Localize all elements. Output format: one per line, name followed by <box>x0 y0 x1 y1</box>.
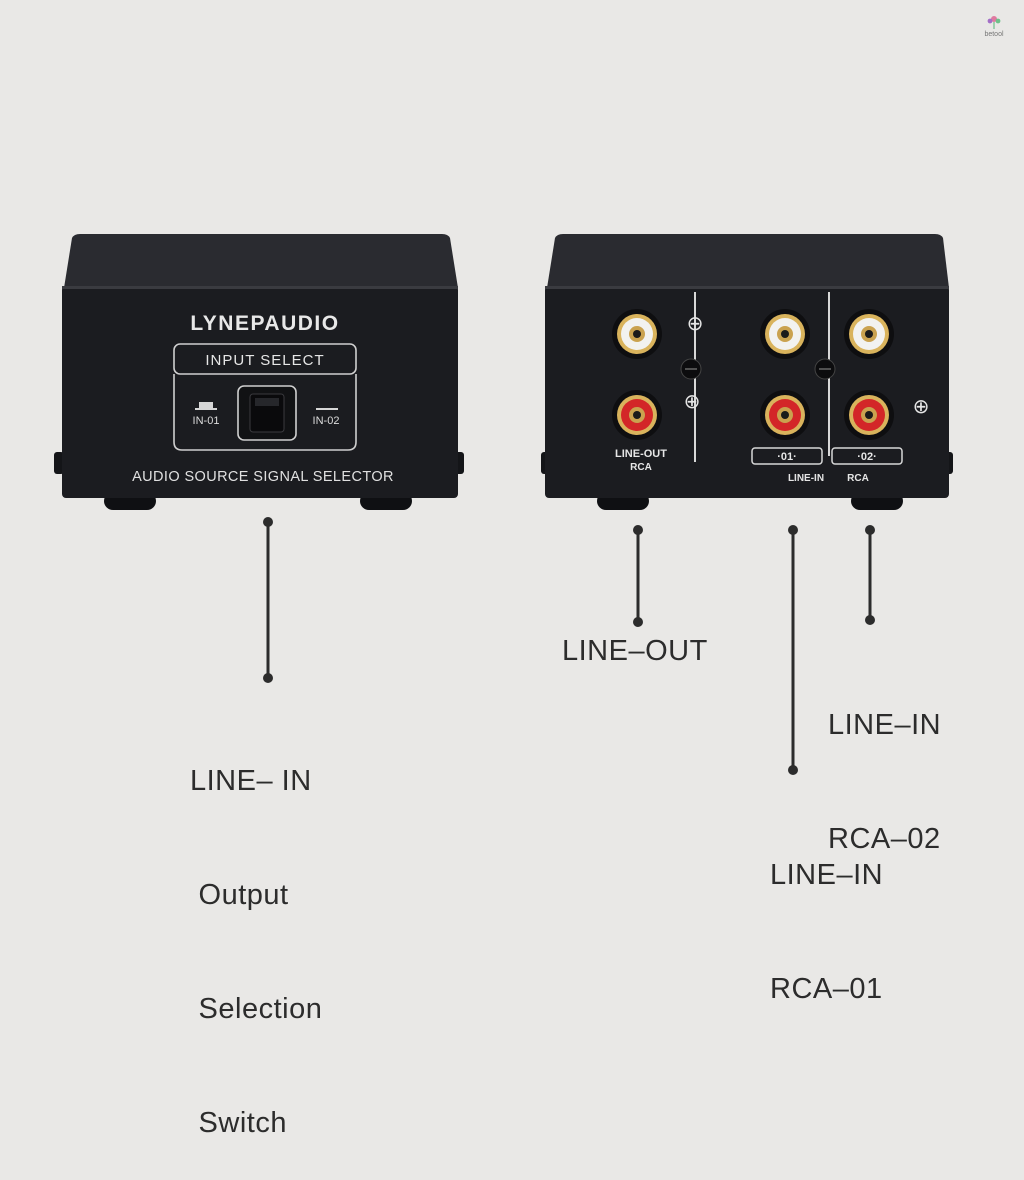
in2-label: IN-02 <box>313 415 340 427</box>
in1-indicator <box>199 402 213 408</box>
in01-red-rca-jack[interactable] <box>760 390 810 440</box>
input-select-title: INPUT SELECT <box>205 352 324 369</box>
watermark-text: betool <box>984 31 1004 38</box>
in01-white-rca-jack[interactable] <box>760 309 810 359</box>
lineout-red-rca-jack[interactable] <box>612 390 662 440</box>
front-subtitle: AUDIO SOURCE SIGNAL SELECTOR <box>132 469 394 485</box>
in02-white-rca-jack[interactable] <box>844 309 894 359</box>
front-device: LYNEPAUDIO INPUT SELECT IN-01 IN-02 AUDI… <box>54 234 464 510</box>
brand-logo: LYNEPAUDIO <box>190 312 339 335</box>
callout-lineout-label: LINE–OUT <box>562 635 708 667</box>
lineout-label: LINE-OUT <box>615 448 667 460</box>
input-select-frame <box>173 374 357 451</box>
callout-rca02-line: LINE–IN <box>828 709 942 741</box>
callout-rca02-label: LINE–IN RCA–02 <box>828 630 941 896</box>
top-cover <box>64 234 458 288</box>
in1-label: IN-01 <box>193 415 220 427</box>
callout-switch-line: Switch <box>190 1107 287 1139</box>
top-cover <box>547 234 949 288</box>
lineout-white-rca-jack[interactable] <box>612 309 662 359</box>
callout-rca01-line: RCA–01 <box>770 973 883 1005</box>
callout-switch-label: LINE– IN Output Selection Switch <box>190 686 322 1180</box>
badge-02: ·02· <box>857 451 877 463</box>
callout-rca01-line: LINE–IN <box>770 859 884 891</box>
plus-icon: ⊕ <box>913 396 930 418</box>
in02-red-rca-jack[interactable] <box>844 390 894 440</box>
badge-02-frame <box>831 447 903 465</box>
in2-indicator <box>316 408 338 410</box>
linein-label: LINE-IN <box>788 473 824 484</box>
badge-01-frame <box>751 447 823 465</box>
callout-rca01-label: LINE–IN RCA–01 <box>770 780 883 1046</box>
minus-icon: ⊖ <box>687 313 704 335</box>
watermark: betool <box>978 14 1010 38</box>
input-select-title-box <box>173 343 357 375</box>
callout-lines <box>263 517 875 775</box>
callout-switch-line: Output <box>190 879 289 911</box>
callout-switch-line: LINE– IN <box>190 765 312 797</box>
lineout-sub-label: RCA <box>630 462 652 473</box>
badge-01: ·01· <box>777 451 797 463</box>
callout-rca02-line: RCA–02 <box>828 823 941 855</box>
rear-device: ⊖ ⊕ LINE-OUT RCA ⊕ ·01· <box>541 234 953 510</box>
linein-sub-label: RCA <box>847 473 869 484</box>
flower-logo-icon <box>987 16 1001 29</box>
callout-switch-line: Selection <box>190 993 323 1025</box>
plus-icon: ⊕ <box>684 391 701 413</box>
